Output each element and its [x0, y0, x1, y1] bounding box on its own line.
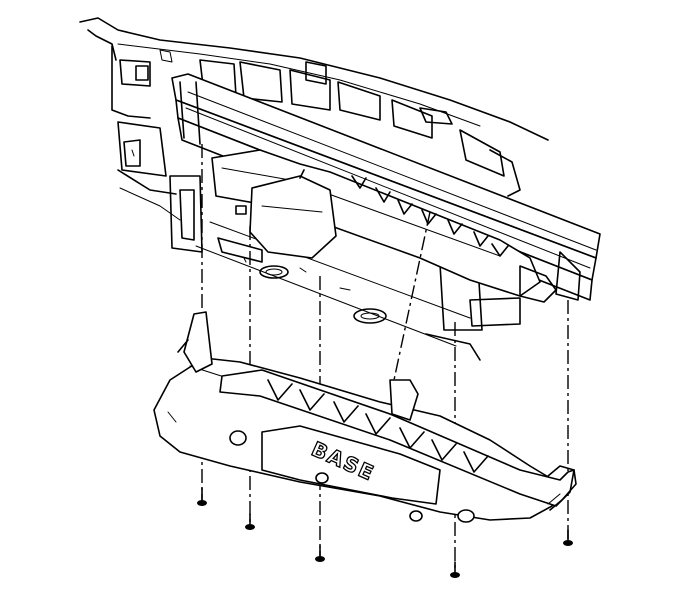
retainer-hole-1 — [229, 430, 247, 446]
screw-1 — [197, 487, 207, 506]
vehicle-body-structure — [79, 17, 549, 361]
screw-3 — [315, 545, 325, 562]
retainer-hole-4 — [457, 509, 475, 523]
alignment-line-6 — [393, 211, 431, 381]
lower-trim-panel — [153, 311, 577, 523]
screw-5 — [563, 529, 573, 546]
screw-4 — [450, 561, 460, 578]
retainer-hole-2 — [315, 472, 329, 484]
fasteners — [197, 487, 573, 578]
upper-trim-bracket — [211, 149, 557, 303]
retainer-hole-3 — [409, 510, 423, 522]
screw-2 — [245, 513, 255, 530]
